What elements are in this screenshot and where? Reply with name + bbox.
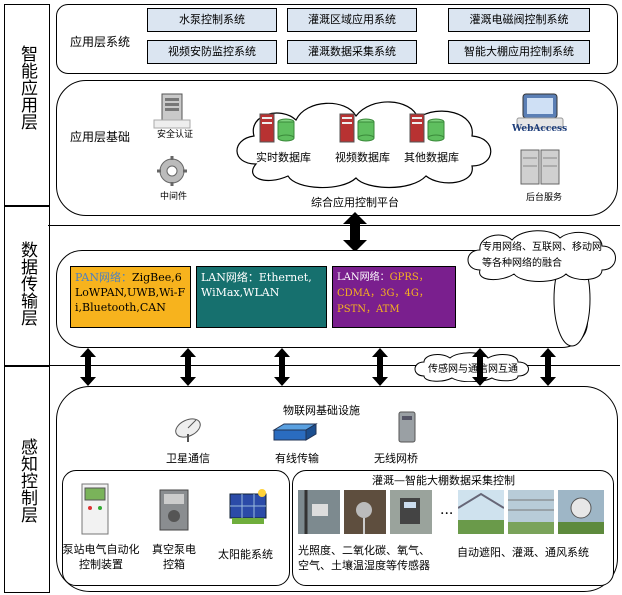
network-fusion-cloud [467, 230, 616, 282]
security-auth-label: 安全认证 [157, 130, 194, 140]
satellite-dish-icon [175, 418, 201, 442]
separator-2 [48, 365, 620, 366]
infra-title: 物联网基础设施 [283, 404, 360, 417]
lan2-network-box: LAN网络：GPRS，CDMA，3G，4G，PSTN，ATM [332, 266, 456, 328]
arrow-transport-perception-6 [540, 348, 556, 386]
sensors-text-line1: 光照度、二氧化碳、氧气、 [298, 544, 430, 557]
lan-network-box: LAN网络：Ethernet,WiMax,WLAN [196, 266, 327, 328]
sensor-comm-text: 传感网与通信网互通 [428, 364, 518, 375]
arrow-transport-perception-2 [180, 348, 196, 386]
sensor-photo-2 [344, 490, 386, 534]
sensor-ellipsis: ... [440, 502, 454, 518]
system-box-1: 水泵控制系统 [147, 8, 277, 32]
wireless-bridge-icon [398, 411, 416, 443]
realtime-db-label: 实时数据库 [256, 151, 311, 164]
layer-transport-box: 数据传输层 [4, 205, 50, 367]
arrow-app-transport [343, 212, 367, 252]
network-fusion-text-1: 专用网络、互联网、移动网等各种网络的融合 [482, 242, 602, 269]
sensors-text-line2: 空气、土壤温湿度等传感器 [298, 559, 430, 572]
arrow-transport-perception-3 [274, 348, 290, 386]
middleware-icon [157, 156, 187, 186]
solar-panel-icon [229, 489, 267, 524]
solar-system-label: 太阳能系统 [218, 548, 273, 561]
video-db-icon [339, 113, 375, 143]
layer-perception-box: 感知控制层 [4, 365, 50, 593]
lan-network-body: Ethernet,WiMax,WLAN [201, 271, 312, 299]
lan2-network-title: LAN网络： [337, 272, 390, 283]
other-db-label: 其他数据库 [404, 151, 459, 164]
system-box-6: 智能大棚应用控制系统 [448, 40, 590, 64]
webaccess-label: WebAccess [512, 124, 568, 134]
greenhouse-title: 灌溉—智能大棚数据采集控制 [372, 474, 515, 487]
greenhouse-photo-3 [558, 490, 604, 534]
pan-network-title: PAN网络： [75, 271, 132, 284]
vacuum-pump-label: 真空泵电控箱 [152, 543, 196, 571]
arrow-transport-perception-5 [472, 348, 488, 386]
layer-application-box: 智能应用层 [4, 4, 50, 207]
pan-network-body: ZigBee,6LoWPAN,UWB,Wi-Fi,Bluetooth,CAN [75, 271, 186, 314]
infra-wireless-label: 无线网桥 [374, 452, 418, 465]
lan-network-title: LAN网络： [201, 271, 259, 284]
arrow-transport-perception-1 [80, 348, 96, 386]
greenhouse-photo-2 [508, 490, 554, 534]
layer-transport-label: 数据传输层 [17, 241, 37, 326]
application-base-label: 应用层基础 [70, 130, 131, 144]
system-box-4: 视频安防监控系统 [147, 40, 277, 64]
application-system-label: 应用层系统 [70, 35, 131, 49]
infra-wired-label: 有线传输 [275, 452, 319, 465]
pan-network-box: PAN网络：ZigBee,6LoWPAN,UWB,Wi-Fi,Bluetooth… [70, 266, 191, 328]
arrow-transport-perception-4 [372, 348, 388, 386]
infra-satellite-label: 卫星通信 [166, 452, 210, 465]
realtime-db-icon [259, 113, 295, 143]
lan2-network-body: GPRS，CDMA，3G，4G，PSTN，ATM [337, 272, 429, 315]
pump-control-cabinet-icon [81, 483, 109, 535]
greenhouse-photo-1 [458, 490, 504, 534]
database-cloud [236, 101, 492, 189]
layer-application-label: 智能应用层 [17, 45, 37, 130]
pump-control-label: 泵站电气自动化控制装置 [62, 543, 140, 571]
platform-label: 综合应用控制平台 [311, 196, 399, 209]
middleware-label: 中间件 [160, 192, 188, 202]
backend-service-icon [520, 149, 560, 185]
sensor-photo-1 [298, 490, 340, 534]
system-box-2: 灌溉区域应用系统 [287, 8, 417, 32]
sensor-comm-cloud [414, 352, 529, 382]
layer-perception-label: 感知控制层 [17, 438, 37, 523]
system-box-3: 灌溉电磁阀控制系统 [448, 8, 590, 32]
separator-1 [48, 225, 620, 226]
wired-switch-icon [272, 423, 318, 441]
system-box-5: 灌溉数据采集系统 [287, 40, 417, 64]
vacuum-pump-box-icon [159, 489, 189, 531]
security-auth-icon [153, 93, 191, 129]
backend-service-label: 后台服务 [526, 193, 563, 203]
auto-system-text: 自动遮阳、灌溉、通风系统 [457, 546, 589, 559]
sensor-photo-3 [390, 490, 432, 534]
video-db-label: 视频数据库 [335, 151, 390, 164]
webaccess-icon [516, 93, 564, 129]
other-db-icon [409, 113, 445, 143]
